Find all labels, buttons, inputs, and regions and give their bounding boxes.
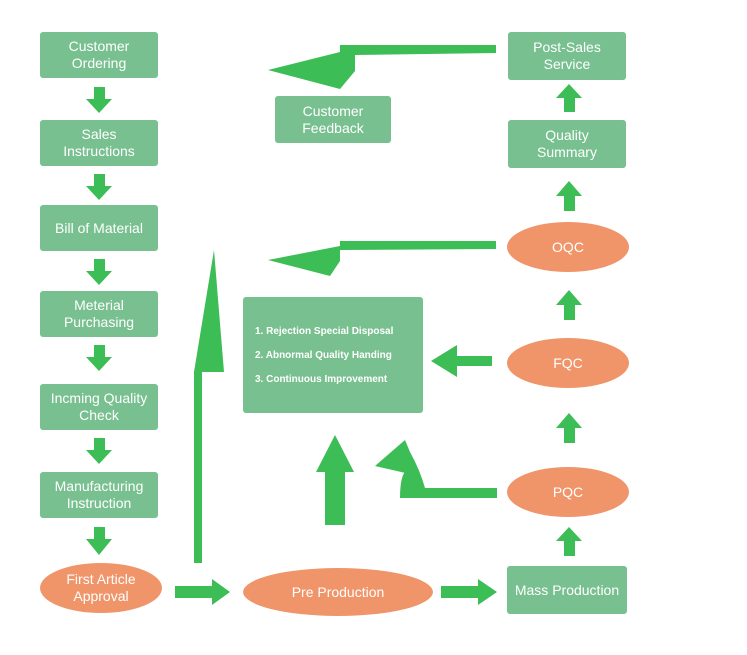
- node-quality-summary: Quality Summary: [508, 120, 626, 168]
- arrow-left-post-sales: [268, 45, 496, 89]
- node-fqc: FQC: [507, 338, 629, 388]
- node-material-purchasing: Meterial Purchasing: [40, 291, 158, 337]
- node-customer-ordering: Customer Ordering: [40, 32, 158, 78]
- arrow-left-oqc: [268, 241, 496, 276]
- quality-action-item: 3. Continuous Improvement: [255, 374, 388, 385]
- arrow-up-into-center: [316, 435, 354, 525]
- node-pqc: PQC: [507, 467, 629, 517]
- node-bill-of-material: Bill of Material: [40, 205, 158, 251]
- arrow-left-fqc-to-center: [431, 345, 492, 377]
- arrow-right-pre-to-mass: [441, 579, 497, 605]
- quality-actions-box: 1. Rejection Special Disposal 2. Abnorma…: [243, 297, 423, 413]
- arrow-up-pqc-to-fqc: [556, 413, 582, 443]
- arrow-up-summary-to-post: [556, 84, 582, 112]
- arrow-up-fqc-to-oqc: [556, 290, 582, 320]
- arrow-right-first-to-pre: [175, 579, 230, 605]
- arrow-down-1: [86, 87, 112, 113]
- node-customer-feedback: Customer Feedback: [275, 96, 391, 143]
- arrow-up-mass-to-pqc: [556, 527, 582, 556]
- quality-action-item: 2. Abnormal Quality Handing: [255, 350, 392, 361]
- node-incoming-quality-check: Incming Quality Check: [40, 384, 158, 430]
- node-pre-production: Pre Production: [243, 568, 433, 616]
- arrow-down-3: [86, 259, 112, 285]
- arrow-down-6: [86, 527, 112, 555]
- node-sales-instructions: Sales Instructions: [40, 120, 158, 166]
- node-post-sales-service: Post-Sales Service: [508, 32, 626, 80]
- arrow-down-2: [86, 174, 112, 200]
- node-manufacturing-instruction: Manufacturing Instruction: [40, 472, 158, 518]
- node-mass-production: Mass Production: [507, 566, 627, 614]
- arrow-curve-pqc-to-center: [375, 440, 497, 498]
- arrow-down-4: [86, 345, 112, 371]
- node-first-article-approval: First Article Approval: [40, 563, 162, 613]
- node-oqc: OQC: [507, 222, 629, 272]
- arrow-up-oqc-to-summary: [556, 181, 582, 211]
- arrow-up-first-article-tall: [194, 250, 224, 563]
- quality-action-item: 1. Rejection Special Disposal: [255, 326, 394, 337]
- arrow-down-5: [86, 438, 112, 464]
